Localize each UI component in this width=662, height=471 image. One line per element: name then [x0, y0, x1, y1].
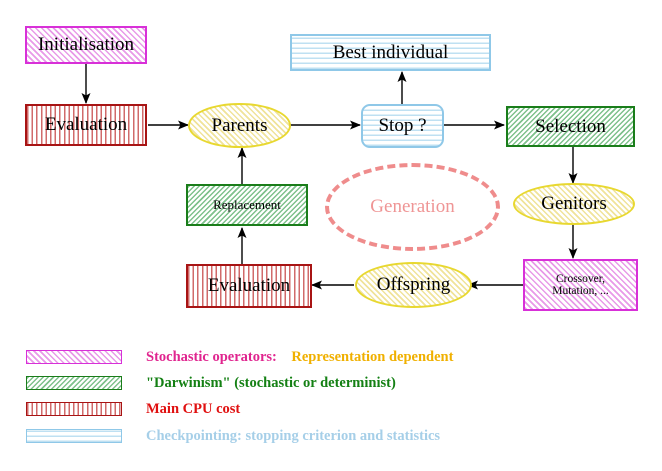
legend-text-main-cpu-cost: Main CPU cost	[146, 400, 241, 417]
node-crossover-mutation[interactable]: Crossover, Mutation, ...	[523, 259, 638, 311]
node-evaluation-bottom[interactable]: Evaluation	[186, 264, 312, 308]
legend-swatch-magenta-diagonal-hatch-icon	[26, 350, 122, 364]
legend-row-stochastic-operators: Stochastic operators: Representation dep…	[26, 346, 453, 368]
legend-text-checkpointing: Checkpointing: stopping criterion and st…	[146, 427, 441, 444]
generation-cycle-marker: Generation	[325, 163, 500, 251]
node-genitors[interactable]: Genitors	[513, 183, 635, 225]
legend-row-main-cpu-cost: Main CPU cost	[26, 398, 240, 420]
legend-row-darwinism: "Darwinism" (stochastic or determinist)	[26, 372, 396, 394]
legend-row-checkpointing: Checkpointing: stopping criterion and st…	[26, 425, 440, 447]
legend-swatch-blue-horizontal-hatch-icon	[26, 429, 122, 443]
legend-swatch-red-vertical-hatch-icon	[26, 402, 122, 416]
node-evaluation-top[interactable]: Evaluation	[25, 104, 147, 146]
legend-label-stochastic-operators: Stochastic operators: Representation dep…	[146, 349, 453, 366]
generation-label: Generation	[370, 196, 455, 217]
node-offspring[interactable]: Offspring	[355, 262, 472, 308]
legend-text-darwinism: "Darwinism" (stochastic or determinist)	[146, 374, 396, 391]
node-replacement[interactable]: Replacement	[186, 184, 308, 226]
legend: Stochastic operators: Representation dep…	[0, 340, 662, 471]
node-parents[interactable]: Parents	[188, 103, 291, 148]
node-stop[interactable]: Stop ?	[361, 104, 444, 148]
legend-swatch-green-diagonal-hatch-icon	[26, 376, 122, 390]
node-initialisation[interactable]: Initialisation	[25, 26, 147, 64]
node-best-individual[interactable]: Best individual	[290, 34, 491, 71]
node-selection[interactable]: Selection	[506, 106, 635, 147]
arrow-layer	[81, 64, 578, 290]
legend-text-stochastic-operators: Stochastic operators:	[146, 348, 277, 365]
legend-text-representation-dependent: Representation dependent	[291, 348, 454, 365]
